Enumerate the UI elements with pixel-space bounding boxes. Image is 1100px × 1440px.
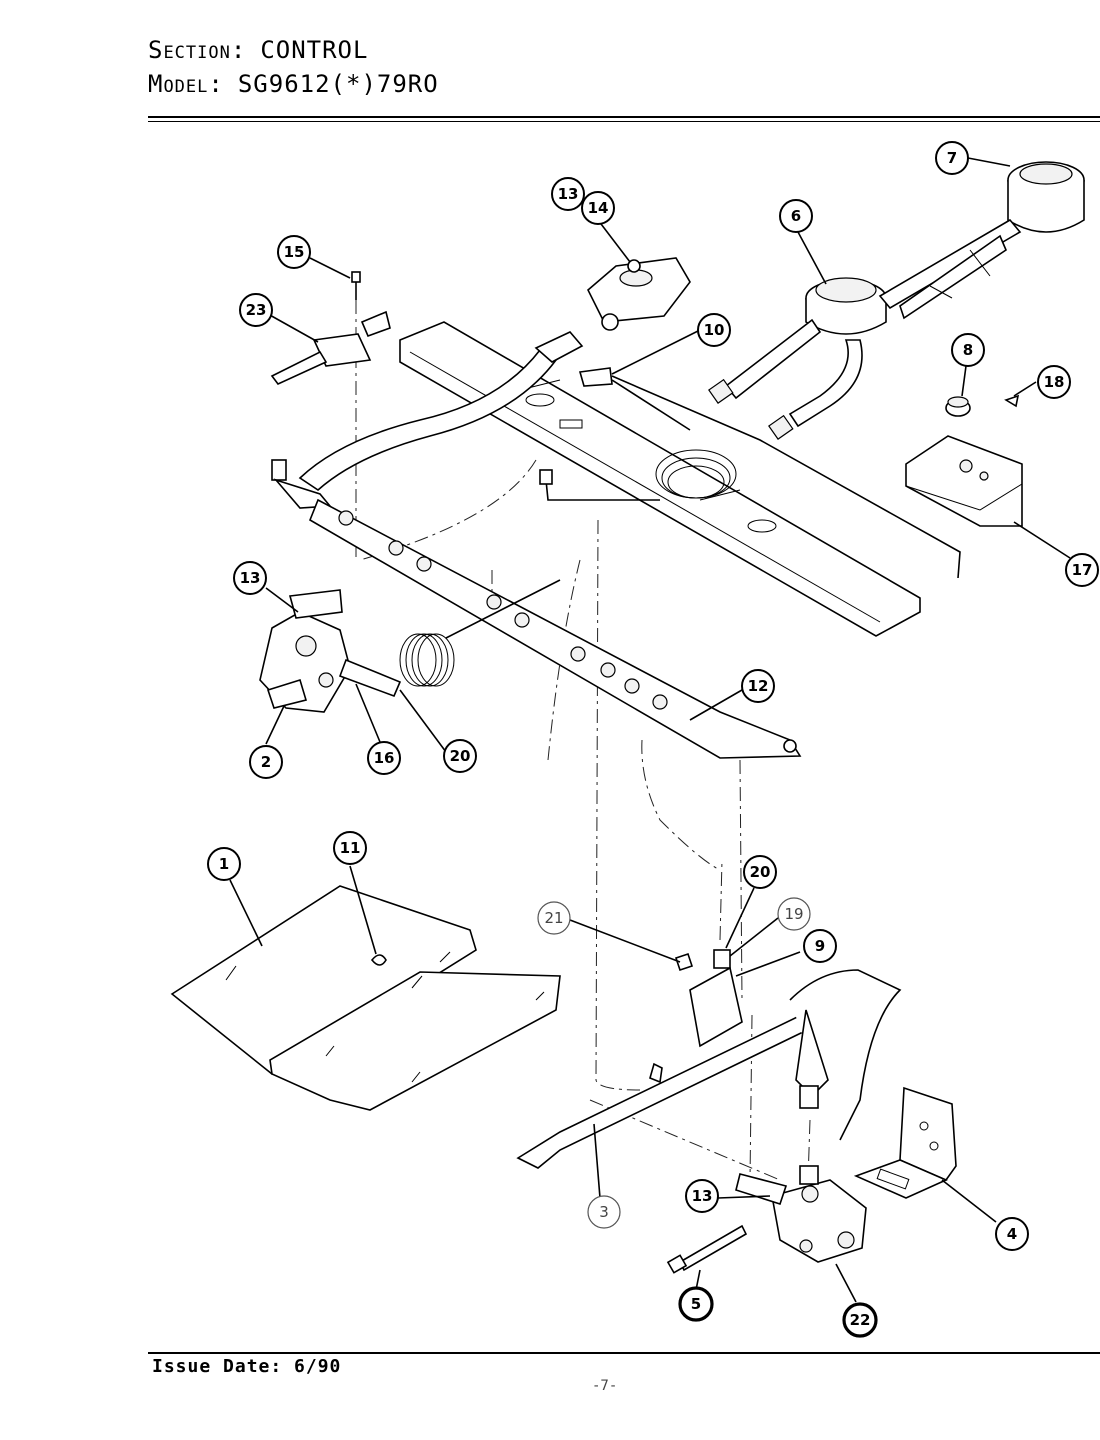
callout-c14: 14 — [581, 191, 615, 225]
svg-text:13: 13 — [240, 569, 261, 587]
callout-c18: 18 — [1037, 365, 1071, 399]
svg-text:13: 13 — [692, 1187, 713, 1205]
model-label: Model: — [148, 70, 224, 98]
section-header: Section: CONTROL — [148, 36, 368, 64]
oven-safety-valve — [666, 1165, 867, 1274]
burner-baffle — [170, 885, 561, 1111]
svg-text:7: 7 — [947, 149, 957, 167]
callout-c13c: 13 — [685, 1179, 719, 1213]
callout-c1: 1 — [207, 847, 241, 881]
callout-c20a: 20 — [443, 739, 477, 773]
top-burner-assembly — [708, 161, 1085, 440]
pressure-regulator — [587, 257, 691, 331]
model-header: Model: SG9612(*)79RO — [148, 70, 439, 98]
svg-text:4: 4 — [1007, 1225, 1017, 1243]
footer-rule — [148, 1352, 1100, 1354]
callout-c19: 19 — [777, 897, 811, 931]
callout-c4: 4 — [995, 1217, 1029, 1251]
thermostat-bracket — [905, 394, 1023, 527]
callout-c16: 16 — [367, 741, 401, 775]
callout-c20b: 20 — [743, 855, 777, 889]
svg-text:2: 2 — [261, 753, 271, 771]
callout-c22: 22 — [842, 1302, 878, 1338]
svg-text:15: 15 — [284, 243, 305, 261]
oven-burner-tube — [516, 949, 902, 1169]
model-value: SG9612(*)79RO — [237, 70, 439, 98]
svg-text:8: 8 — [963, 341, 973, 359]
svg-text:11: 11 — [340, 839, 361, 857]
mounting-bracket — [853, 1086, 957, 1199]
svg-text:21: 21 — [544, 909, 563, 927]
svg-text:22: 22 — [850, 1311, 871, 1329]
manifold-pipe — [271, 331, 802, 759]
svg-text:23: 23 — [246, 301, 267, 319]
section-label: Section: — [148, 36, 247, 64]
callout-c21: 21 — [537, 901, 571, 935]
thermostat-capillary — [539, 367, 961, 579]
svg-text:17: 17 — [1072, 561, 1093, 579]
svg-text:20: 20 — [750, 863, 771, 881]
valve-23 — [270, 271, 391, 385]
callout-c2: 2 — [249, 745, 283, 779]
callout-c17: 17 — [1065, 553, 1099, 587]
callout-c8: 8 — [951, 333, 985, 367]
svg-text:6: 6 — [791, 207, 801, 225]
svg-text:3: 3 — [599, 1203, 609, 1221]
svg-text:14: 14 — [588, 199, 609, 217]
header-rule-top — [148, 116, 1100, 118]
callout-c9: 9 — [803, 929, 837, 963]
svg-text:5: 5 — [691, 1295, 701, 1313]
svg-text:20: 20 — [450, 747, 471, 765]
svg-text:1: 1 — [219, 855, 229, 873]
callout-c5: 5 — [678, 1286, 714, 1322]
callout-c15: 15 — [277, 235, 311, 269]
svg-text:13: 13 — [558, 185, 579, 203]
callout-c13a: 13 — [551, 177, 585, 211]
svg-text:10: 10 — [704, 321, 725, 339]
valve-stub-row — [338, 510, 668, 710]
issue-date: Issue Date: 6/90 — [152, 1356, 342, 1377]
header-rule-bottom — [148, 121, 1100, 122]
svg-text:18: 18 — [1044, 373, 1065, 391]
svg-text:12: 12 — [748, 677, 769, 695]
left-valve-assembly — [259, 579, 561, 713]
leader-lines — [229, 157, 1071, 1303]
callout-c7: 7 — [935, 141, 969, 175]
callout-c10: 10 — [697, 313, 731, 347]
callout-c6: 6 — [779, 199, 813, 233]
callout-c23: 23 — [239, 293, 273, 327]
page-number: -7- — [592, 1378, 618, 1394]
callout-c13b: 13 — [233, 561, 267, 595]
svg-text:9: 9 — [815, 937, 825, 955]
callout-c3: 3 — [587, 1195, 621, 1229]
section-value: CONTROL — [260, 36, 369, 64]
callout-c12: 12 — [741, 669, 775, 703]
svg-text:16: 16 — [374, 749, 395, 767]
svg-text:19: 19 — [784, 905, 803, 923]
callout-c11: 11 — [333, 831, 367, 865]
